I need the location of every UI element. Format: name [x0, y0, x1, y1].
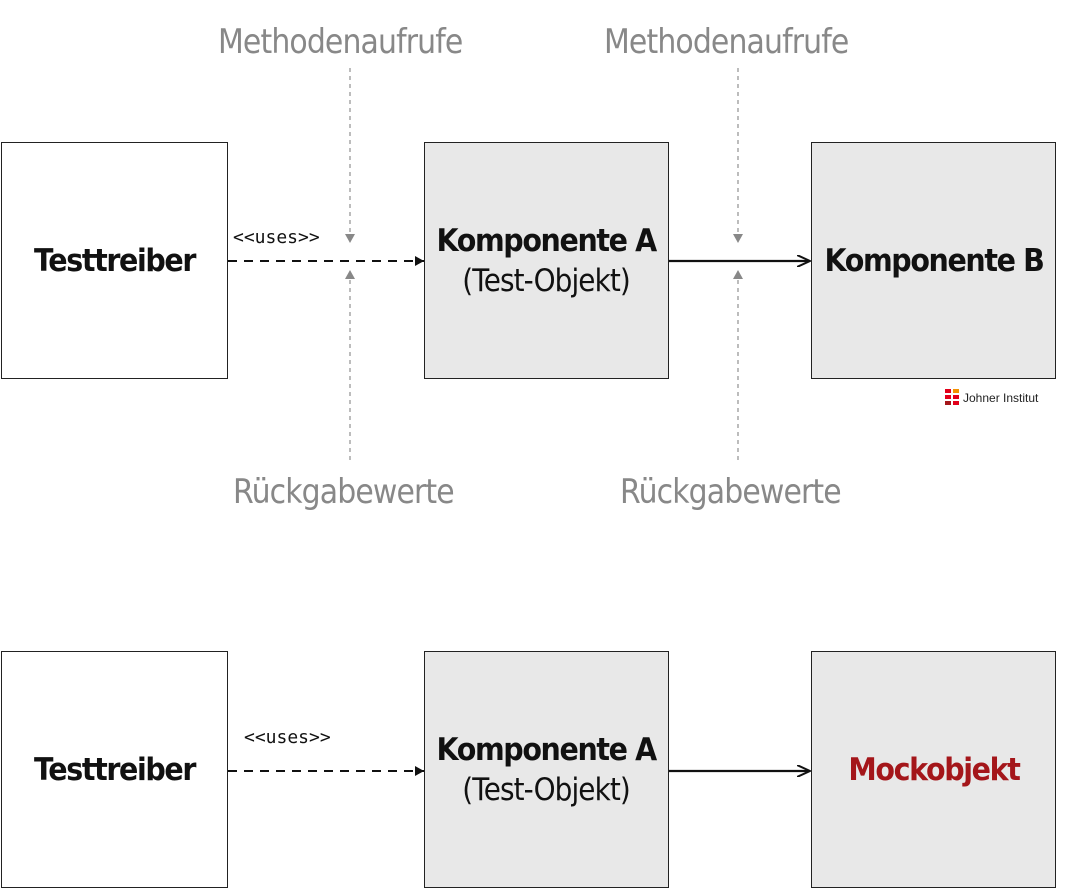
bottom-driver-box: Testtreiber [1, 651, 228, 888]
johner-logo-icon [945, 389, 959, 405]
johner-logo-text: Johner Institut [963, 391, 1039, 405]
bottom-driver-label: Testtreiber [33, 751, 196, 788]
top-component-a-title: Komponente A [436, 222, 658, 259]
johner-institut-logo: Johner Institut [945, 389, 1038, 407]
bottom-component-a-title: Komponente A [436, 731, 658, 768]
calls-left-label: Methodenaufrufe [218, 22, 463, 62]
bottom-component-a-box: Komponente A (Test-Objekt) [424, 651, 669, 888]
top-component-a-subtitle: (Test-Objekt) [462, 262, 631, 299]
bottom-uses-label: <<uses>> [244, 727, 331, 748]
mock-object-box: Mockobjekt [811, 651, 1056, 888]
top-driver-box: Testtreiber [1, 142, 228, 379]
mock-object-title: Mockobjekt [847, 751, 1020, 788]
component-b-title: Komponente B [824, 242, 1044, 279]
top-component-a-box: Komponente A (Test-Objekt) [424, 142, 669, 379]
bottom-component-a-subtitle: (Test-Objekt) [462, 771, 631, 808]
returns-left-label: Rückgabewerte [233, 472, 455, 512]
component-b-box: Komponente B [811, 142, 1056, 379]
top-uses-label: <<uses>> [233, 227, 320, 248]
top-driver-label: Testtreiber [33, 242, 196, 279]
returns-right-label: Rückgabewerte [620, 472, 842, 512]
calls-right-label: Methodenaufrufe [604, 22, 849, 62]
